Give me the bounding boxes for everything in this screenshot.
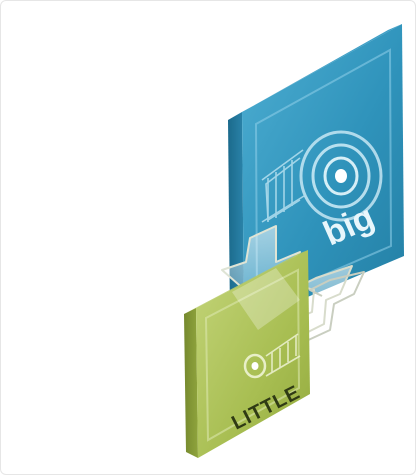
little-panel: LITTLE [184, 250, 310, 458]
little-panel-edge [184, 308, 198, 458]
